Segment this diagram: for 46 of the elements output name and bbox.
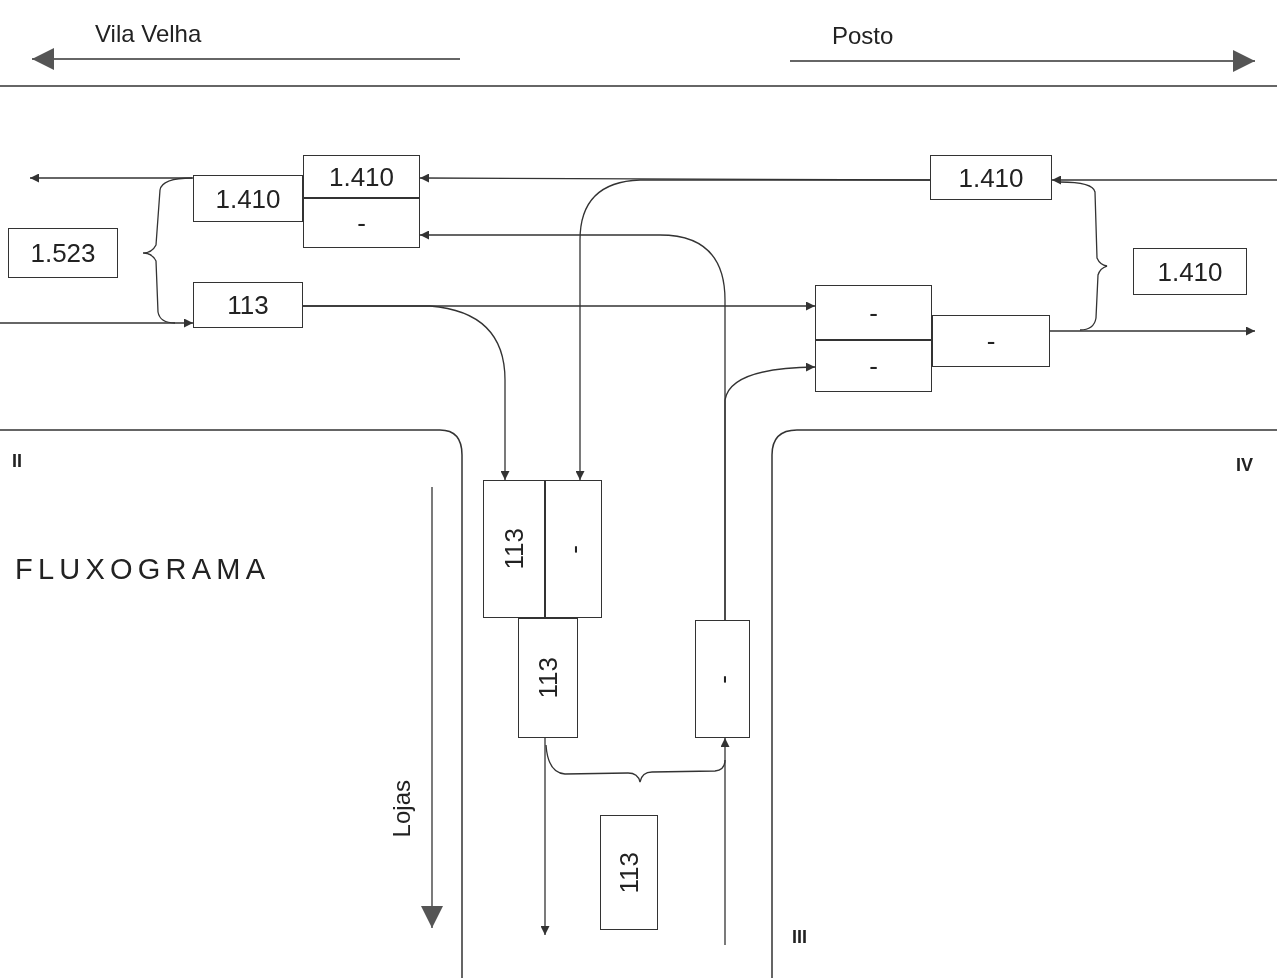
- count-box: [193, 282, 303, 328]
- count-box: [815, 340, 932, 392]
- count-box: [193, 175, 303, 222]
- count-value: 1.410: [328, 163, 395, 190]
- flow-arrow: [1049, 326, 1256, 336]
- diagram-title: FLUXOGRAMA: [15, 552, 271, 587]
- count-value: 113: [227, 292, 269, 318]
- flow-arrow: [302, 305, 510, 481]
- count-value: 113: [535, 657, 561, 699]
- count-box: [8, 228, 118, 278]
- count-value: 1.410: [215, 185, 281, 212]
- count-box: [930, 155, 1052, 200]
- count-box: [695, 620, 750, 738]
- count-box: [932, 315, 1050, 367]
- flow-arrow: [575, 179, 931, 481]
- flow-arrow: [0, 318, 194, 328]
- count-box: [1133, 248, 1247, 295]
- count-value: 1.410: [958, 164, 1024, 191]
- direction-label: Vila Velha: [95, 19, 202, 49]
- count-box: [600, 815, 658, 930]
- count-value: 113: [501, 528, 527, 570]
- approach-number: III: [792, 926, 807, 949]
- count-value: -: [986, 328, 996, 354]
- flow-arrow: [1051, 175, 1277, 185]
- count-box: [303, 198, 420, 248]
- direction-label: Posto: [832, 21, 894, 51]
- count-box: [815, 285, 932, 340]
- count-value: -: [869, 299, 878, 326]
- count-value: 1.523: [30, 240, 96, 266]
- count-value: -: [709, 674, 736, 684]
- count-value: 1.410: [1157, 258, 1223, 285]
- count-box: [483, 480, 545, 618]
- flow-arrow: [540, 737, 550, 936]
- count-value: -: [357, 210, 366, 236]
- count-box: [303, 155, 420, 198]
- count-value: -: [560, 544, 587, 554]
- flow-arrow: [724, 362, 816, 621]
- flow-arrow: [29, 173, 194, 183]
- count-box: [518, 618, 578, 738]
- direction-label: Lojas: [390, 780, 414, 838]
- approach-number: IV: [1236, 454, 1253, 477]
- count-value: -: [869, 353, 878, 379]
- count-value: 113: [616, 851, 642, 894]
- approach-number: II: [12, 450, 22, 473]
- flow-arrow: [720, 737, 730, 946]
- count-box: [545, 480, 602, 618]
